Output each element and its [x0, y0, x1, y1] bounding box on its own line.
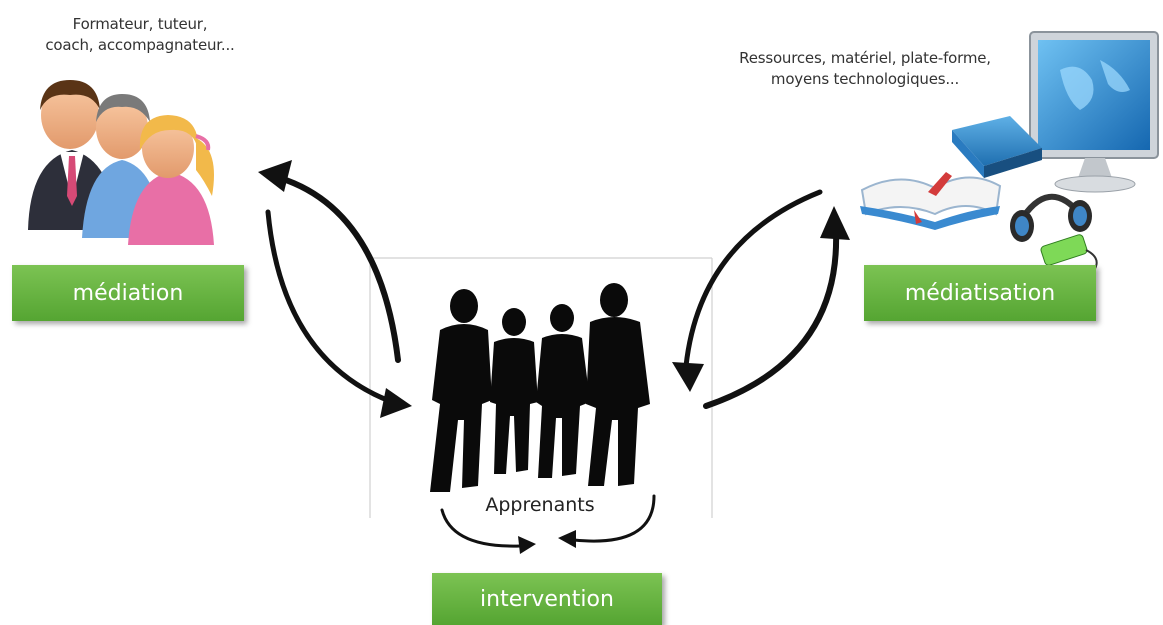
mediation-box: médiation: [12, 265, 244, 321]
mediatisation-note: Ressources, matériel, plate-forme, moyen…: [700, 48, 1030, 90]
mediation-note-line-2: coach, accompagnateur...: [45, 36, 235, 54]
learners-silhouette-icon: [430, 283, 650, 492]
mediatisation-note-line-2: moyens technologiques...: [770, 70, 960, 88]
mediation-note: Formateur, tuteur, coach, accompagnateur…: [20, 14, 260, 56]
intervention-box: intervention: [432, 573, 662, 625]
center-frame: [369, 257, 713, 518]
mediation-note-line-1: Formateur, tuteur,: [72, 15, 208, 33]
arrow-to-mediatisation: [703, 229, 840, 409]
computer-resources-icon: [860, 31, 1159, 285]
mediatisation-note-line-1: Ressources, matériel, plate-forme,: [739, 49, 991, 67]
arrow-to-mediation: [277, 175, 401, 363]
arrow-to-learners-right: [683, 189, 823, 369]
arrow-to-learners-left: [265, 209, 395, 405]
people-group-icon: [28, 80, 214, 245]
mediatisation-box: médiatisation: [864, 265, 1096, 321]
cycle-arrows: [258, 160, 850, 554]
arrow-intervention-left: [440, 508, 522, 548]
learners-label: Apprenants: [485, 494, 595, 516]
arrow-intervention-right: [572, 494, 656, 543]
